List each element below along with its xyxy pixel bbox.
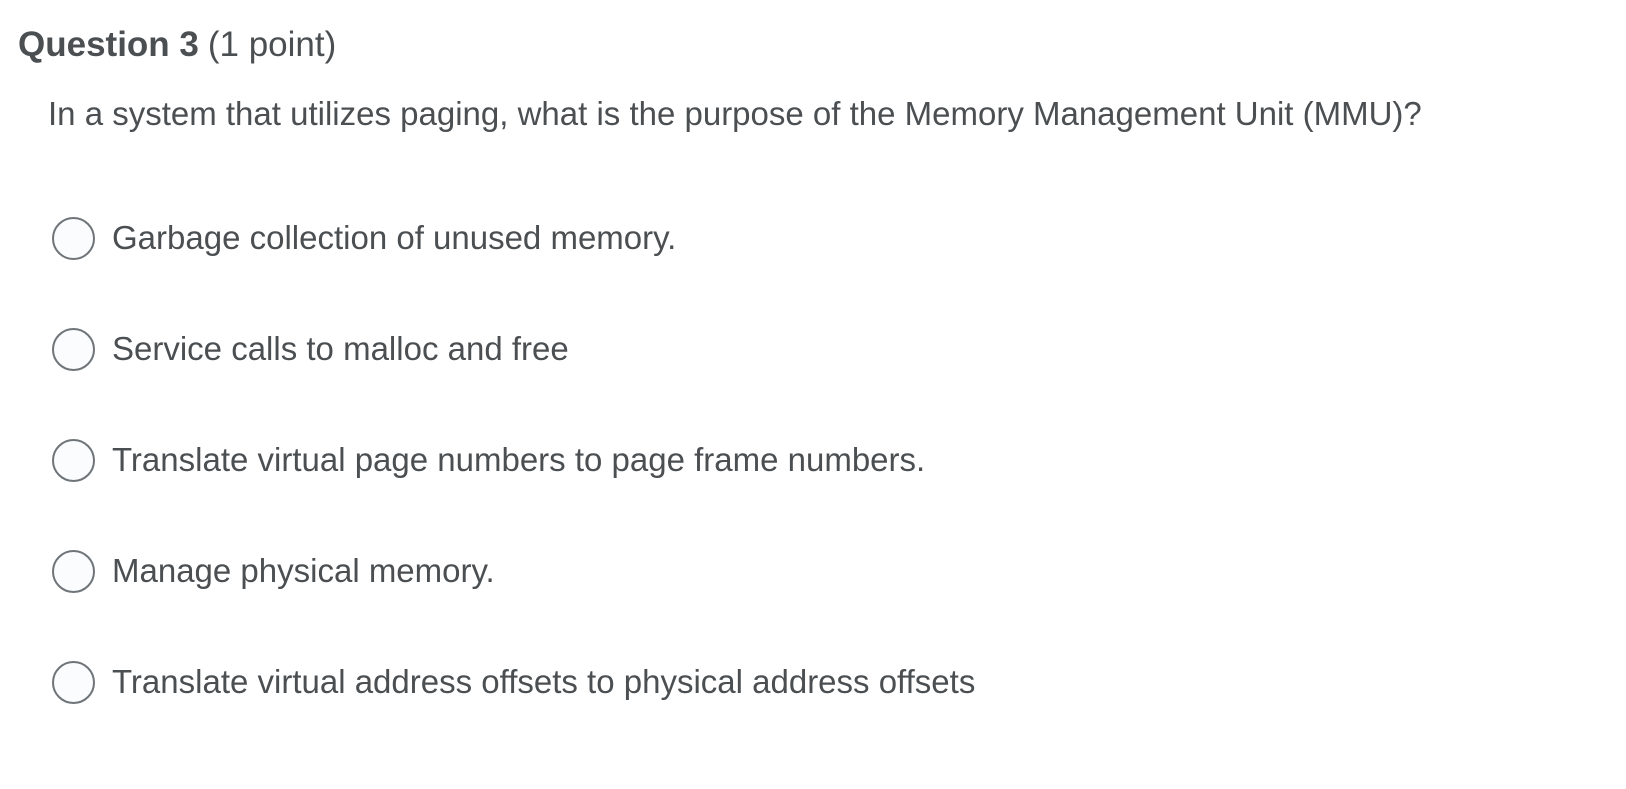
answer-option-5[interactable]: Translate virtual address offsets to phy… bbox=[52, 660, 1586, 704]
answer-option-label: Garbage collection of unused memory. bbox=[112, 219, 677, 256]
question-text: In a system that utilizes paging, what i… bbox=[48, 95, 1422, 132]
radio-button-icon[interactable] bbox=[52, 660, 95, 704]
radio-button-icon[interactable] bbox=[52, 216, 95, 260]
answer-option-label: Manage physical memory. bbox=[112, 552, 495, 589]
quiz-question-panel: Question 3(1 point) In a system that uti… bbox=[18, 24, 1586, 704]
answer-option-label: Service calls to malloc and free bbox=[112, 330, 569, 367]
question-header: Question 3(1 point) bbox=[18, 24, 1586, 66]
answer-option-label: Translate virtual address offsets to phy… bbox=[112, 663, 976, 700]
answer-option-4[interactable]: Manage physical memory. bbox=[52, 549, 1586, 593]
radio-button-icon[interactable] bbox=[52, 438, 95, 482]
answer-option-label: Translate virtual page numbers to page f… bbox=[112, 441, 926, 478]
radio-button-icon[interactable] bbox=[52, 327, 95, 371]
question-number: Question 3 bbox=[18, 25, 199, 64]
radio-button-icon[interactable] bbox=[52, 549, 95, 593]
answer-option-2[interactable]: Service calls to malloc and free bbox=[52, 327, 1586, 371]
answer-option-3[interactable]: Translate virtual page numbers to page f… bbox=[52, 438, 1586, 482]
question-points: (1 point) bbox=[207, 25, 337, 64]
answer-options: Garbage collection of unused memory. Ser… bbox=[52, 216, 1586, 704]
answer-option-1[interactable]: Garbage collection of unused memory. bbox=[52, 216, 1586, 260]
